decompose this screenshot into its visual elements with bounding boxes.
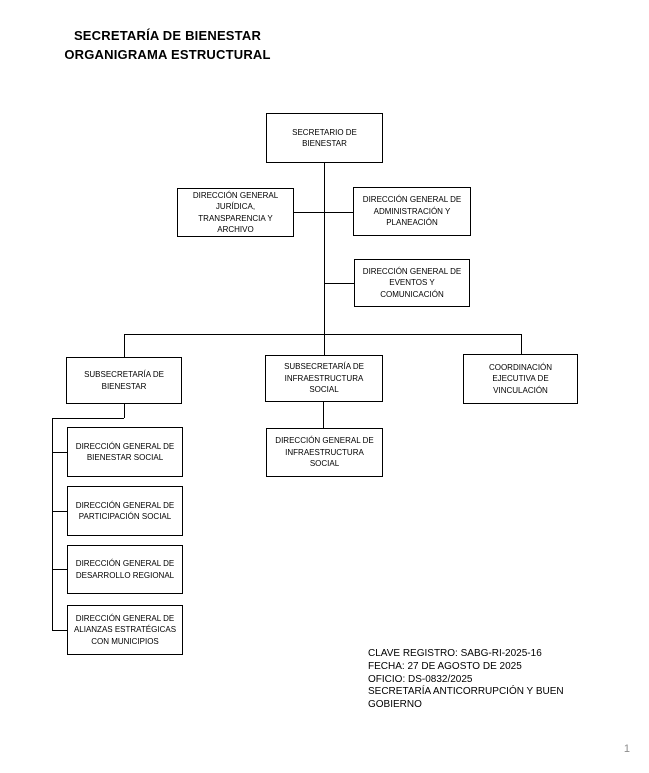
org-node-direccion-general-alianzas-estrategicas: DIRECCIÓN GENERAL DE ALIANZAS ESTRATÉGIC… <box>67 605 183 655</box>
org-node-subsecretaria-bienestar: SUBSECRETARÍA DE BIENESTAR <box>66 357 182 404</box>
connector-stub-dg-participacion <box>52 511 67 512</box>
org-node-secretario-de-bienestar: SECRETARIO DE BIENESTAR <box>266 113 383 163</box>
org-node-direccion-general-juridica: DIRECCIÓN GENERAL JURÍDICA, TRANSPARENCI… <box>177 188 294 237</box>
connector-drop-sub-infraestructura <box>324 334 325 355</box>
connector-left-rail <box>52 418 53 630</box>
connector-drop-sub-bienestar <box>124 334 125 357</box>
org-node-direccion-general-infraestructura-social: DIRECCIÓN GENERAL DE INFRAESTRUCTURA SOC… <box>266 428 383 477</box>
connector-distribution-horizontal <box>124 334 522 335</box>
connector-stub-dg-alianzas <box>52 630 67 631</box>
connector-eventos <box>324 283 354 284</box>
connector-stub-below-sub-infraestructura <box>323 402 324 428</box>
org-node-direccion-general-administracion: DIRECCIÓN GENERAL DE ADMINISTRACIÓN Y PL… <box>353 187 471 236</box>
connector-to-left-rail <box>52 418 124 419</box>
connector-drop-coordinacion <box>521 334 522 354</box>
page-title: SECRETARÍA DE BIENESTAR ORGANIGRAMA ESTR… <box>64 28 271 62</box>
org-node-direccion-general-bienestar-social: DIRECCIÓN GENERAL DE BIENESTAR SOCIAL <box>67 427 183 477</box>
registry-info-block: CLAVE REGISTRO: SABG-RI-2025-16 FECHA: 2… <box>368 648 564 711</box>
page-number: 1 <box>623 743 630 755</box>
org-node-direccion-general-participacion-social: DIRECCIÓN GENERAL DE PARTICIPACIÓN SOCIA… <box>67 486 183 536</box>
connector-trunk-vertical <box>324 163 325 335</box>
org-node-direccion-general-desarrollo-regional: DIRECCIÓN GENERAL DE DESARROLLO REGIONAL <box>67 545 183 594</box>
org-node-direccion-general-eventos: DIRECCIÓN GENERAL DE EVENTOS Y COMUNICAC… <box>354 259 470 307</box>
connector-stub-dg-desarrollo <box>52 569 67 570</box>
connector-stub-dg-bienestar <box>52 452 67 453</box>
connector-juridica-administracion <box>294 212 354 213</box>
org-node-coordinacion-ejecutiva-vinculacion: COORDINACIÓN EJECUTIVA DE VINCULACIÓN <box>463 354 578 404</box>
org-node-subsecretaria-infraestructura: SUBSECRETARÍA DE INFRAESTRUCTURA SOCIAL <box>265 355 383 402</box>
connector-stub-below-sub-bienestar <box>124 404 125 418</box>
